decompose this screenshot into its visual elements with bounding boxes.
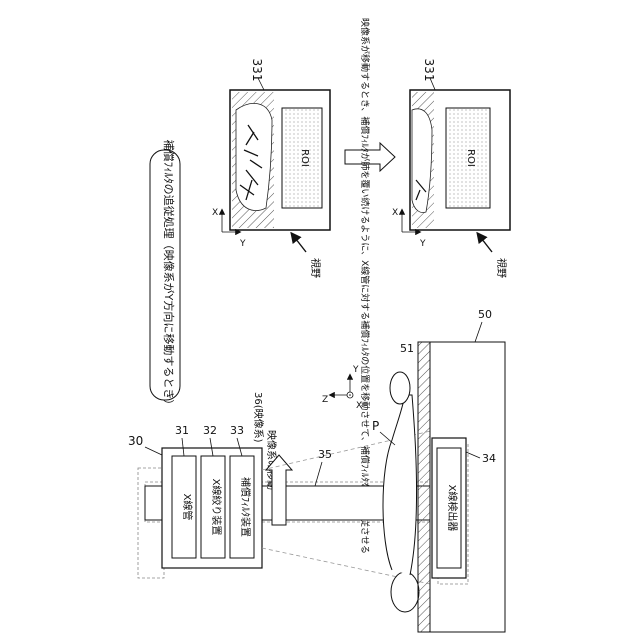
collimator-ref: 32 — [203, 424, 217, 437]
patient-label: P — [372, 419, 379, 433]
housing-ref: 30 — [128, 434, 143, 448]
axis-y-label-left: Y — [239, 239, 246, 249]
xray-tube-label: X線管 — [181, 494, 194, 521]
apparatus: 30 X線管 31 X線絞り装置 32 補償ﾌｨﾙﾀ装置 33 36(映像系) … — [128, 308, 505, 632]
axis-y-label-right: Y — [419, 239, 426, 249]
panel-after-ref: 331 — [422, 59, 436, 82]
top-plate — [418, 342, 430, 632]
roi-label-right: ROI — [465, 149, 476, 167]
axis-x-label-right: X — [392, 208, 398, 218]
process-arrow — [345, 143, 395, 171]
detector-ref: 34 — [482, 452, 496, 465]
panel-before: 331 ROI X Y 視野 — [212, 59, 330, 278]
axis-triad: Z Y X — [322, 365, 362, 411]
filter-device-label: 補償ﾌｨﾙﾀ装置 — [239, 477, 252, 537]
roi-label-left: ROI — [299, 149, 310, 167]
beam-axis-ref: 35 — [318, 448, 332, 461]
step-note: 映像系が移動するとき、補償ﾌｨﾙﾀが肺を覆い続けるように、X線管に対する補償ﾌｨ… — [359, 18, 371, 554]
bed-ref: 50 — [478, 308, 492, 321]
xray-tube-ref: 31 — [175, 424, 189, 437]
imaging-system-label: 36(映像系) — [252, 392, 264, 443]
axis-z-label: Z — [322, 395, 328, 405]
collimator-label: X線絞り装置 — [210, 479, 223, 536]
axis-y-label-triad: Y — [352, 365, 359, 375]
panel-before-ref: 331 — [250, 59, 264, 82]
filter-device-ref: 33 — [230, 424, 244, 437]
fov-label-left: 視野 — [309, 258, 322, 278]
fov-label-right: 視野 — [495, 258, 508, 278]
figure-title-box: 補償ﾌｨﾙﾀの追従処理（映像系がY方向に移動するとき） — [150, 140, 180, 411]
detector-label: X線検出器 — [446, 485, 459, 532]
figure-title: 補償ﾌｨﾙﾀの追従処理（映像系がY方向に移動するとき） — [162, 140, 176, 411]
top-plate-ref: 51 — [400, 342, 414, 355]
axis-x-label-triad: X — [356, 401, 362, 411]
axis-x-label-left: X — [212, 208, 218, 218]
panel-after: 331 ROI X Y 視野 — [392, 59, 510, 278]
